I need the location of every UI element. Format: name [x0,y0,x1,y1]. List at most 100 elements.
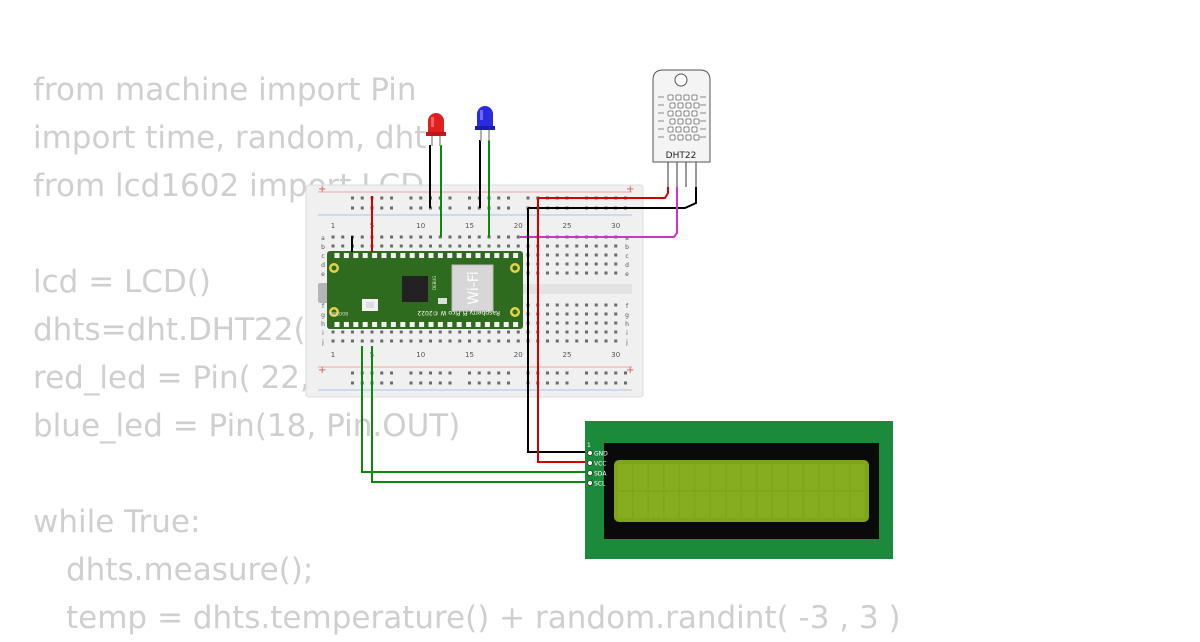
dht22-sensor: DHT22 [652,69,711,187]
hole [594,321,598,325]
pico-pad [447,253,453,258]
lcd-cell [695,464,710,490]
row-letter: e [625,271,629,278]
pico-pad [353,253,359,258]
hole [614,371,618,375]
hole [351,371,354,375]
hole [594,303,598,307]
rail-plus-label: + [626,184,634,195]
rp2040-chip [402,276,428,302]
row-letter: j [321,339,324,346]
lcd-cell [773,464,787,490]
hole [487,371,491,375]
grille-slot [675,126,682,133]
pico-pad [484,322,490,327]
hole [604,381,608,385]
column-number: 10 [416,351,425,359]
hole [380,244,384,248]
hole [555,339,559,343]
rail-plus-label: + [318,184,326,195]
hole [419,371,423,375]
hole [507,381,510,385]
debug-label: DEBUG [432,276,437,290]
hole [555,253,559,257]
pico-pad [428,253,434,258]
hole [487,330,491,334]
pico-pad [475,322,481,327]
hole [360,196,364,200]
hole [575,321,579,325]
hole [331,330,335,334]
hole [594,244,598,248]
led-smd [438,298,447,304]
hole [585,262,588,266]
hole [546,262,549,266]
hole [429,381,432,385]
column-number: 30 [611,351,620,359]
hole [594,381,598,385]
grille-slot [667,94,674,101]
hole [546,303,549,307]
hole [399,339,403,343]
row-letter: f [626,303,629,310]
pico-pad [372,253,378,258]
hole [429,235,432,239]
pico-pad [390,322,396,327]
hole [546,312,549,316]
hole [380,206,384,210]
column-number: 15 [465,351,474,359]
bootsel-label: BOOTSEL [329,311,348,316]
hole [390,196,393,200]
hole [497,235,501,239]
row-letter: d [625,262,629,269]
wire-lcd-vcc [537,198,590,463]
wifi-label: Wi-Fi [466,271,482,304]
hole [390,244,393,248]
hole [351,330,354,334]
hole [419,339,423,343]
hole [546,371,549,375]
hole [497,196,501,200]
lcd-cell [618,464,632,490]
hole [565,312,569,316]
hole [575,253,579,257]
lcd-cell [726,464,741,490]
hole [555,371,559,375]
hole [331,244,335,248]
lcd-cell [788,464,803,490]
hole [604,244,608,248]
hole [360,235,364,239]
row-letter: e [321,271,325,278]
lcd-cell [633,464,648,490]
hole [341,339,345,343]
hole [575,339,579,343]
hole [341,244,345,248]
grille-slot [675,94,682,101]
pico-pad [343,322,349,327]
red-led [426,113,446,146]
hole [546,330,549,334]
hole [360,330,364,334]
row-letter: i [626,330,628,337]
hole [409,330,413,334]
pico-pad [484,253,490,258]
grille-slot [677,134,684,141]
hole [390,235,393,239]
lcd-cell [680,492,694,518]
hole [555,303,559,307]
hole [614,271,618,275]
red-led-body [428,113,444,134]
hole [594,330,598,334]
grille-slot [693,134,700,141]
hole [390,381,393,385]
hole [468,244,471,248]
column-number: 10 [416,222,425,230]
hole [409,371,413,375]
lcd-cell [664,464,679,490]
code-line: import time, random, dht [33,120,427,156]
lcd-pin1-label: 1 [587,442,591,449]
lcd-cell [819,464,834,490]
pico-pad [466,322,472,327]
hole [585,253,588,257]
lcd-cell [850,464,865,490]
